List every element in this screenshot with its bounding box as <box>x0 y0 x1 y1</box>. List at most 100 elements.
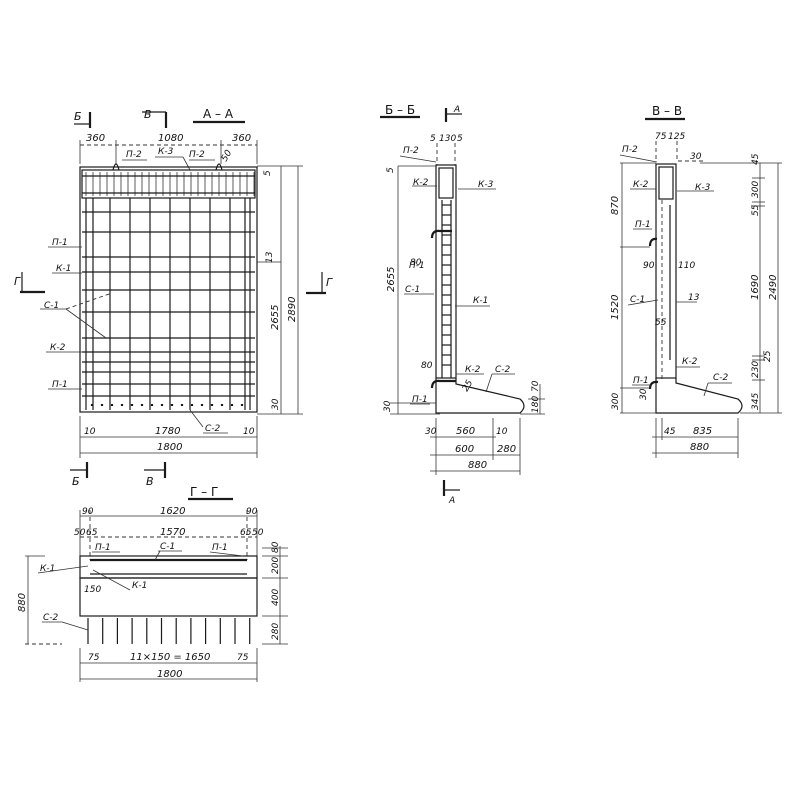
dimension-top: 360 1080 360 <box>79 133 258 164</box>
svg-text:10: 10 <box>496 427 508 437</box>
svg-text:70: 70 <box>531 380 541 392</box>
svg-text:30: 30 <box>425 427 437 437</box>
k3-band <box>81 169 256 199</box>
svg-text:90: 90 <box>246 507 258 517</box>
dim-110: 110 <box>678 261 695 271</box>
label-k3: К-3 <box>478 180 494 190</box>
view-a-a: А – А Б В 360 1080 360 П-2 К-3 П-2 50 <box>14 107 333 488</box>
svg-text:90: 90 <box>82 507 94 517</box>
label-c2: С-2 <box>43 613 59 623</box>
svg-text:1800: 1800 <box>157 669 182 680</box>
svg-text:55: 55 <box>751 204 761 216</box>
footing-outline <box>435 378 525 414</box>
dim-30-bottom: 30 <box>639 388 649 400</box>
label-c2: С-2 <box>713 373 729 383</box>
dim-125: 125 <box>668 132 685 142</box>
dim-80-bottom: 80 <box>421 361 433 371</box>
dim-75: 75 <box>655 132 667 142</box>
view-a-a-title: А – А <box>203 107 234 121</box>
dim-80-top: 80 <box>410 258 422 268</box>
wall-section <box>655 163 677 379</box>
section-marker-a-top: А <box>444 105 462 122</box>
svg-text:10: 10 <box>84 427 96 437</box>
svg-text:560: 560 <box>456 426 475 437</box>
svg-text:1690: 1690 <box>750 275 761 300</box>
label-c1: С-1 <box>160 542 175 552</box>
loop-p1-top <box>430 229 452 239</box>
section-marker-b-top: Б <box>74 110 92 128</box>
svg-text:30: 30 <box>383 400 393 412</box>
svg-text:50: 50 <box>252 528 264 538</box>
label-k2-bottom: К-2 <box>682 357 698 367</box>
dim-25: 25 <box>461 378 476 393</box>
svg-text:200: 200 <box>271 557 281 574</box>
view-v-v-title: В – В <box>652 104 682 118</box>
svg-text:А: А <box>453 105 460 115</box>
svg-text:360: 360 <box>232 133 251 144</box>
label-c1: С-1 <box>630 295 645 305</box>
k3-cage <box>658 166 674 200</box>
svg-text:Г: Г <box>326 276 333 289</box>
label-p2: П-2 <box>622 145 638 155</box>
svg-text:300: 300 <box>751 181 761 198</box>
section-marker-g-left: Г <box>14 272 45 294</box>
view-g-g-title: Г – Г <box>190 485 218 499</box>
svg-text:45: 45 <box>751 153 761 165</box>
svg-text:25: 25 <box>763 350 773 362</box>
k3-cage <box>438 167 454 199</box>
svg-text:345: 345 <box>751 393 761 410</box>
label-k3: К-3 <box>695 183 711 193</box>
dim-30-top: 30 <box>690 152 702 162</box>
dim-90: 90 <box>643 261 655 271</box>
svg-text:80: 80 <box>271 541 281 553</box>
label-k2: К-2 <box>50 343 66 353</box>
label-p2-left: П-2 <box>126 150 142 160</box>
svg-text:2490: 2490 <box>768 275 779 300</box>
loop-p1-top <box>648 237 658 247</box>
dim-130: 130 <box>439 134 456 144</box>
svg-text:280: 280 <box>271 623 281 640</box>
label-k3: К-3 <box>158 147 174 157</box>
svg-text:Б: Б <box>74 110 82 123</box>
section-marker-b-bottom: Б <box>70 462 89 488</box>
svg-text:180: 180 <box>531 396 541 413</box>
section-marker-g-right: Г <box>306 272 333 295</box>
view-b-b-title: Б – Б <box>385 103 415 117</box>
label-k1-right: К-1 <box>132 581 147 591</box>
svg-text:2655: 2655 <box>386 267 397 292</box>
wall-section <box>435 164 457 379</box>
dim-5-right: 5 <box>457 134 463 144</box>
svg-text:10: 10 <box>243 427 255 437</box>
svg-text:2655: 2655 <box>270 305 281 330</box>
dim-150: 150 <box>84 585 101 595</box>
view-b-b: Б – Б А 5 130 5 5 2655 30 П-2 К-2 К- <box>380 103 545 506</box>
svg-text:13: 13 <box>265 251 275 263</box>
svg-text:65: 65 <box>86 528 98 538</box>
svg-text:50: 50 <box>74 528 86 538</box>
label-c2: С-2 <box>495 365 511 375</box>
svg-text:880: 880 <box>690 442 709 453</box>
footing-outline <box>655 378 743 414</box>
label-k2-top: К-2 <box>413 178 429 188</box>
svg-text:1520: 1520 <box>610 295 621 320</box>
dimension-bottom: 10 1780 10 1800 <box>79 416 258 458</box>
label-c2: С-2 <box>205 424 221 434</box>
section-marker-a-bottom: А <box>442 480 460 506</box>
dim-5-left: 5 <box>430 134 436 144</box>
svg-text:230: 230 <box>751 361 761 378</box>
view-v-v: В – В 75 125 30 П-2 К-2 К-3 П-1 90 110 С… <box>610 104 782 458</box>
footing-plan <box>79 577 258 617</box>
label-k1: К-1 <box>473 296 488 306</box>
label-p1-bottom: П-1 <box>412 395 428 405</box>
loop-p1-bottom <box>648 380 659 390</box>
dim-55-inner: 55 <box>655 318 667 328</box>
svg-text:300: 300 <box>611 393 621 410</box>
dimension-right: 5 13 2655 2890 30 <box>257 165 303 415</box>
svg-text:880: 880 <box>468 460 487 471</box>
svg-text:1800: 1800 <box>157 442 182 453</box>
label-c1: С-1 <box>405 285 420 295</box>
section-marker-v-bottom: В <box>144 462 167 488</box>
label-k1-left: К-1 <box>40 564 55 574</box>
label-k2-top: К-2 <box>633 180 649 190</box>
loop-p2-left <box>112 163 120 171</box>
